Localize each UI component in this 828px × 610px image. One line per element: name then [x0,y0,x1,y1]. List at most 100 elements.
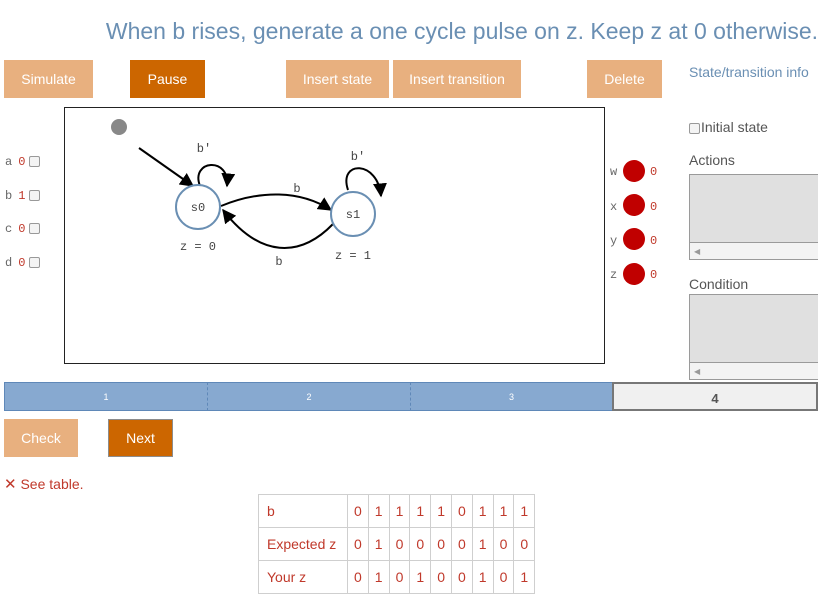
output-y-value: 0 [650,234,658,248]
simulate-button[interactable]: Simulate [4,60,93,98]
initial-state-checkbox[interactable] [689,122,700,134]
feedback-message: ✕ See table. [4,475,84,493]
output-z-value: 0 [650,268,658,282]
s1-to-s0-arrow[interactable] [222,208,334,249]
initial-state-option: Initial state [689,119,768,135]
output-w-label: w [610,165,618,179]
pause-button[interactable]: Pause [130,60,205,98]
table-cell: 1 [409,560,432,594]
progress-segment-1[interactable]: 1 [4,382,207,411]
table-cell: 0 [347,560,369,594]
progress-segment-2[interactable]: 2 [207,382,410,411]
output-x-label: x [610,200,618,214]
scroll-left-icon: ◀ [694,247,701,256]
s0-to-s1-condition: b [293,182,300,196]
initial-state-label: Initial state [701,119,768,135]
condition-scrollbar[interactable]: ◀ [689,363,818,380]
table-cell: 1 [367,494,390,528]
delete-button[interactable]: Delete [587,60,662,98]
table-cell: 0 [347,494,369,528]
insert-transition-button[interactable]: Insert transition [393,60,521,98]
table-cell: 1 [367,560,390,594]
table-cell: 1 [409,494,432,528]
input-d-value: 0 [18,256,26,270]
state-s1-action: z = 1 [335,249,371,263]
actions-textarea[interactable] [689,174,818,243]
s0-self-loop-condition: b' [197,142,211,156]
s0-to-s1-arrow[interactable] [220,193,333,211]
input-a-label: a [5,155,13,169]
state-diagram-canvas[interactable]: s0 s1 z = 0 z = 1 b' b' b b [64,107,605,364]
input-b-checkbox[interactable] [29,190,41,202]
progress-segment-4[interactable]: 4 [612,382,818,411]
output-w-value: 0 [650,165,658,179]
table-cell: 1 [471,494,494,528]
instructions-title: When b rises, generate a one cycle pulse… [105,18,818,44]
output-x-led-icon [623,194,645,216]
table-cell: 0 [450,527,473,561]
table-cell: 1 [367,527,390,561]
actions-scrollbar[interactable]: ◀ [689,243,818,260]
state-s0[interactable] [175,184,221,230]
output-w-led-icon [623,160,645,182]
progress-bar: 1 2 3 4 [4,382,818,411]
condition-textarea[interactable] [689,294,818,363]
table-cell: 1 [492,494,515,528]
next-button[interactable]: Next [108,419,173,457]
state-s1-label: s1 [346,208,360,222]
output-x-value: 0 [650,200,658,214]
state-s0-action: z = 0 [180,240,216,254]
actions-label: Actions [689,152,735,168]
table-cell: 1 [513,494,536,528]
initial-state-marker-icon[interactable] [111,119,127,135]
output-y-label: y [610,234,618,248]
error-x-icon: ✕ [4,476,17,493]
table-cell: 1 [471,560,494,594]
input-c-value: 0 [18,222,26,236]
feedback-text: See table. [20,476,84,492]
table-cell: 0 [347,527,369,561]
s1-self-loop-condition: b' [351,150,365,164]
input-c-label: c [5,222,13,236]
table-cell: 0 [430,527,452,561]
check-button[interactable]: Check [4,419,78,457]
table-cell: 0 [388,560,411,594]
s1-self-loop-arrow[interactable] [345,167,387,198]
table-cell: 0 [409,527,432,561]
table-cell: 0 [450,560,473,594]
table-row-label: Your z [258,560,348,594]
input-c-checkbox[interactable] [29,223,41,235]
input-b-value: 1 [18,189,26,203]
s0-self-loop-arrow[interactable] [197,164,236,188]
state-s0-label: s0 [191,201,205,215]
state-s1[interactable] [330,191,376,237]
output-y-led-icon [623,228,645,250]
input-d-label: d [5,256,13,270]
table-cell: 0 [492,527,515,561]
state-diagram: s0 s1 z = 0 z = 1 b' b' b b [111,119,387,269]
input-a-value: 0 [18,155,26,169]
output-z-led-icon [623,263,645,285]
table-cell: 1 [388,494,411,528]
progress-segment-3[interactable]: 3 [410,382,612,411]
condition-label: Condition [689,276,749,292]
table-cell: 0 [430,560,452,594]
table-cell: 0 [388,527,411,561]
table-cell: 0 [513,527,536,561]
initial-transition-arrow[interactable] [138,147,195,187]
table-row-label: b [258,494,348,528]
output-z-label: z [610,268,618,282]
input-d-checkbox[interactable] [29,257,41,269]
table-row-label: Expected z [258,527,348,561]
table-cell: 1 [471,527,494,561]
s1-to-s0-condition: b [275,255,282,269]
info-panel-title: State/transition info [689,64,809,80]
insert-state-button[interactable]: Insert state [286,60,389,98]
input-a-checkbox[interactable] [29,156,41,168]
